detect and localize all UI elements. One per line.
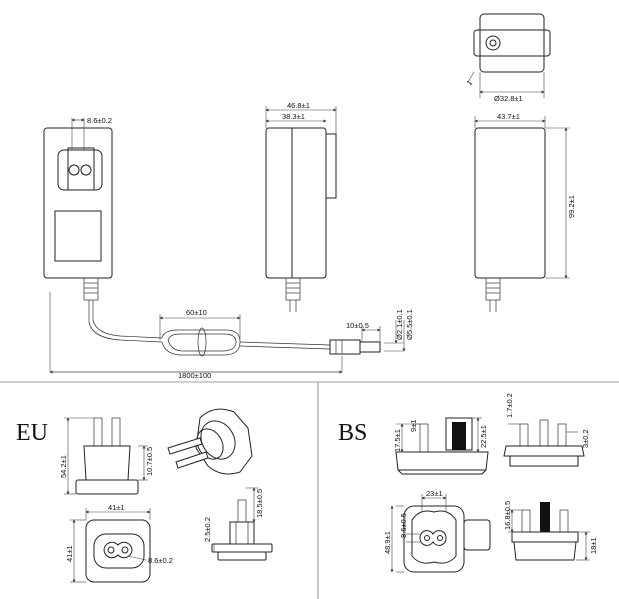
dim-plug-pin-gap: 8.6±0.2 [87,116,112,125]
pin-left [68,164,80,176]
eu-socket [103,541,133,559]
adapter-face-view: 8.6±0.2 [43,116,113,301]
bs-pinview-left [521,509,531,533]
dim-eu-depth: 41±1 [65,545,74,562]
bs-pinview-earth [540,502,550,532]
bs-earth-tab [463,519,491,551]
dim-bs-pin-height: 22.5±1 [479,425,488,448]
dim-eu-width: 41±1 [108,503,125,512]
eu-plug-3d [167,408,253,475]
eu-socket-side: 18.5±0.5 2.5±0.2 [203,487,273,561]
bs-front-body [503,445,585,457]
dim-bs-pin-thick: 1.7±0.2 [505,393,514,418]
eu-plug-side: 54.2±1 10.7±0.5 [59,417,154,495]
dim-bs-offset: 17.5±1 [393,429,402,452]
strain-relief [83,277,99,301]
bs-heading: BS [338,420,367,446]
bs-plug-pin-view: 16.8±0.5 18±1 [503,501,598,561]
front-body [474,127,546,279]
adapter-front-view: 43.7±1 99.2±1 [474,112,576,312]
bs-socket [419,530,447,546]
bs-pinview-right [559,509,569,533]
dim-eu-socket-gap: 8.6±0.2 [148,556,173,565]
eu-body [83,445,131,481]
dim-eu-pin-length: 18.5±0.5 [255,489,264,518]
bs-pin-small [419,423,429,453]
dim-plug-inner: Ø2.1±0.1 [395,309,404,340]
dim-cord-loop: 60±10 [186,308,207,317]
cord-path-2 [92,300,163,339]
dim-side-outer: 46.8±1 [287,101,310,110]
dim-bs-pin-width: 9±1 [409,420,418,432]
bs-front-pin-3 [557,423,567,447]
dim-top-diameter: Ø32.8±1 [494,94,523,103]
dim-bs-width: 23±1 [426,489,443,498]
cord-exit [485,35,501,51]
eu-bottom-body [85,519,151,583]
top-body [479,13,545,73]
cord-tie [197,327,207,357]
eu-3d-pin-1 [167,437,203,455]
adapter-face-body [43,127,113,279]
dim-bs-socket-gap: 8.6±0.5 [399,513,408,538]
bs-pin-earth [452,422,466,450]
bs-plug-front: 1.7±0.2 3±0.2 [503,393,590,467]
eu-socket-pin [237,499,247,523]
side-pins [325,133,337,199]
dim-eu-base: 2.5±0.2 [203,517,212,542]
eu-heading: EU [16,420,48,446]
eu-plug-bottom: 41±1 41±1 8.6±0.2 [65,503,173,583]
dim-cord-length: 1800±100 [178,371,211,380]
dim-bs-base-height: 18±1 [589,537,598,554]
bs-plug-side: 17.5±1 9±1 22.5±1 [393,417,489,475]
adapter-top-view: 1 Ø32.8±1 [465,13,551,103]
dc-plug-body [329,339,361,355]
pin-socket [57,149,103,191]
side-body [265,127,327,279]
bs-front-pin-2 [539,419,549,447]
dim-front-height: 99.2±1 [567,195,576,218]
eu-pin-left [93,417,103,447]
dim-eu-pin-height: 10.7±0.5 [145,447,154,476]
bs-body [395,451,489,471]
dim-side-inner: 38.3±1 [282,112,305,121]
label-area [54,210,102,262]
dim-plug-outer: Ø5.5±0.1 [405,309,414,340]
dim-bs-pin-span: 16.8±0.5 [503,501,512,530]
eu-3d-body [195,408,253,475]
bs-front-pin-1 [519,423,529,447]
dim-bs-height: 48.9±1 [383,531,392,554]
dc-plug-tip [359,341,381,353]
eu-pin-right [111,417,121,447]
dim-front-width: 43.7±1 [497,112,520,121]
dc-cord: 60±10 10±0.5 Ø2.1±0.1 Ø5.5±0.1 1800±100 [49,292,414,380]
pin-right [80,164,92,176]
adapter-side-view: 46.8±1 38.3±1 [265,101,337,312]
cord-path-1 [88,300,163,343]
dim-plug-length: 10±0.5 [346,321,369,330]
bs-plug-bottom: 23±1 48.9±1 8.6±0.5 [383,489,491,573]
eu-3d-pin-2 [175,451,209,469]
dim-bs-pin-depth: 3±0.2 [581,429,590,448]
dim-eu-height: 54.2±1 [59,455,68,478]
svg-text:1: 1 [465,78,475,87]
